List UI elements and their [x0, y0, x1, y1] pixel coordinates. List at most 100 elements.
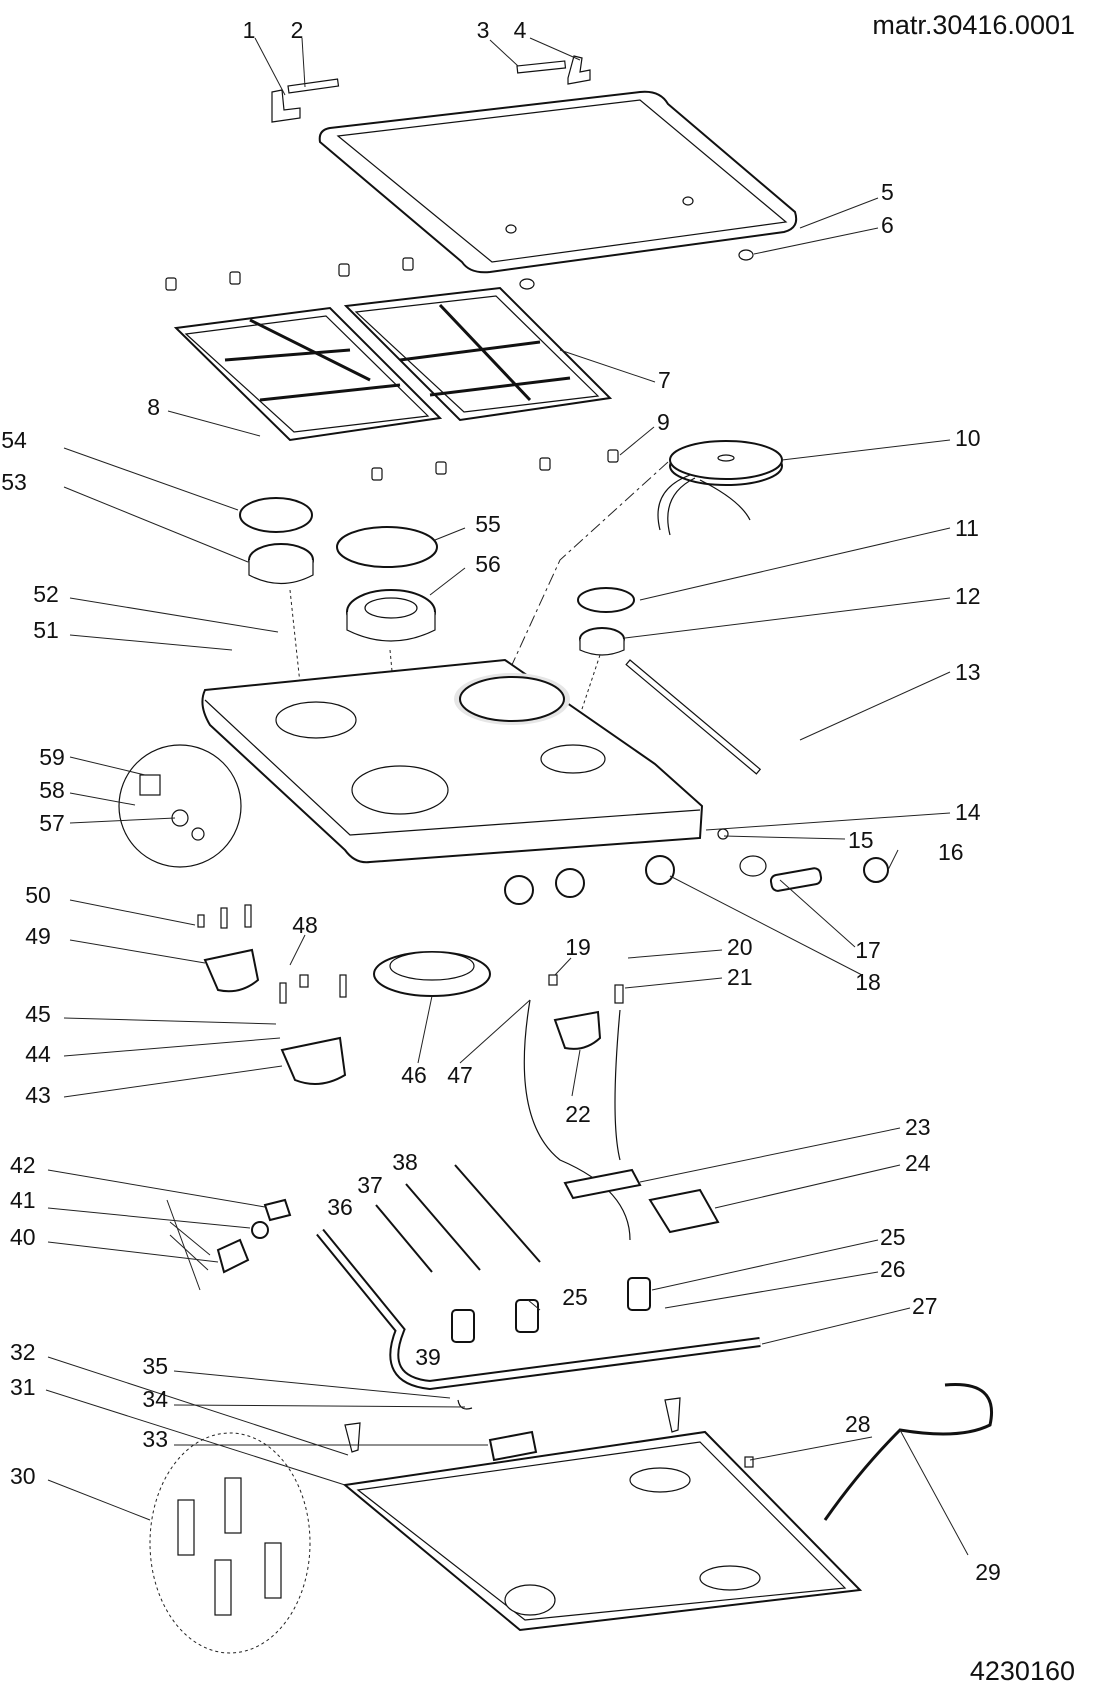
callout-30: 30 [10, 1463, 36, 1489]
drawing-number: 4230160 [970, 1656, 1075, 1686]
callout-54: 54 [1, 427, 27, 453]
lid-bumper [738, 249, 754, 261]
callout-7: 7 [658, 367, 671, 393]
callout-35: 35 [142, 1353, 168, 1379]
callout-22: 22 [565, 1101, 591, 1127]
callout-34: 34 [142, 1386, 168, 1412]
callout-labels: 1 2 3 4 5 6 7 8 9 10 11 12 13 14 15 16 1… [1, 17, 1001, 1585]
callout-29: 29 [975, 1559, 1001, 1585]
callout-51: 51 [33, 617, 59, 643]
burner-cap-medium [239, 497, 313, 533]
callout-58: 58 [39, 777, 65, 803]
callout-23: 23 [905, 1114, 931, 1140]
callout-47: 47 [447, 1062, 473, 1088]
callout-17: 17 [855, 937, 881, 963]
callout-15: 15 [848, 827, 874, 853]
callout-32: 32 [10, 1339, 36, 1365]
callout-11: 11 [955, 515, 979, 541]
callout-2: 2 [291, 17, 304, 43]
gas-pipes [375, 1164, 541, 1273]
side-seal-strip [625, 659, 762, 775]
burner-cup-49 [197, 904, 260, 993]
callout-37: 37 [357, 1172, 383, 1198]
callout-38: 38 [392, 1149, 418, 1175]
callout-59: 59 [39, 744, 65, 770]
callout-18: 18 [855, 969, 881, 995]
callout-28: 28 [845, 1411, 871, 1437]
burner-cap-large [336, 526, 438, 568]
callout-5: 5 [881, 179, 894, 205]
electric-hotplate [657, 440, 783, 536]
callout-56: 56 [475, 551, 501, 577]
callout-46: 46 [401, 1062, 427, 1088]
pan-support-right [343, 286, 613, 422]
callout-45: 45 [25, 1001, 51, 1027]
callout-42: 42 [10, 1152, 36, 1178]
glass-lid [318, 90, 798, 274]
hotplate-axis [504, 461, 669, 681]
callout-40: 40 [10, 1224, 36, 1250]
callout-25b: 25 [562, 1284, 588, 1310]
callout-27: 27 [912, 1293, 938, 1319]
callout-53: 53 [1, 469, 27, 495]
callout-21: 21 [727, 964, 753, 990]
thermocouple-wire [523, 999, 631, 1241]
pan-support-left [173, 306, 443, 442]
fixing-clips-detail [149, 1432, 311, 1654]
burner-cup-43 [279, 974, 347, 1085]
burner-head-large [346, 589, 436, 642]
callout-16: 16 [938, 839, 964, 865]
callout-52: 52 [33, 581, 59, 607]
callout-19: 19 [565, 934, 591, 960]
worktop [201, 658, 704, 864]
callout-9: 9 [657, 409, 670, 435]
rubber-feet [165, 257, 619, 481]
leader-lines [45, 37, 969, 1556]
callout-10: 10 [955, 425, 981, 451]
burner-cap-small [577, 587, 635, 613]
ignition-plug [614, 984, 624, 1004]
callout-50: 50 [25, 882, 51, 908]
callout-26: 26 [880, 1256, 906, 1282]
callout-13: 13 [955, 659, 981, 685]
inlet-fittings [216, 1198, 292, 1274]
ignition-detail-circle [118, 744, 242, 868]
callout-41: 41 [10, 1187, 36, 1213]
callout-44: 44 [25, 1041, 51, 1067]
burner-cup-22 [548, 974, 602, 1050]
ignition-wire [614, 1009, 621, 1161]
terminal-strip [488, 1430, 538, 1462]
callout-55: 55 [475, 511, 501, 537]
gas-taps [451, 1277, 651, 1343]
callout-39: 39 [415, 1344, 441, 1370]
callout-57: 57 [39, 810, 65, 836]
material-code: matr.30416.0001 [872, 10, 1075, 40]
callout-8: 8 [147, 394, 160, 420]
bottom-tray [342, 1430, 863, 1632]
burner-head-small [579, 627, 625, 656]
burner-head-medium [248, 543, 314, 584]
callout-20: 20 [727, 934, 753, 960]
callout-36: 36 [327, 1194, 353, 1220]
callout-48: 48 [292, 912, 318, 938]
callout-4: 4 [514, 17, 527, 43]
control-knobs [504, 828, 889, 905]
callout-24: 24 [905, 1150, 931, 1176]
callout-6: 6 [881, 212, 894, 238]
cable-clamp [744, 1456, 754, 1468]
callout-31: 31 [10, 1374, 36, 1400]
callout-14: 14 [955, 799, 981, 825]
terminal-block [563, 1168, 642, 1200]
callout-43: 43 [25, 1082, 51, 1108]
lid-bumper [519, 278, 535, 290]
callout-33: 33 [142, 1426, 168, 1452]
reflector-plate [373, 951, 491, 997]
hinge-right [516, 55, 591, 85]
callout-1: 1 [243, 17, 256, 43]
energy-regulator [648, 1188, 720, 1234]
callout-25a: 25 [880, 1224, 906, 1250]
power-cable [823, 1383, 993, 1521]
callout-12: 12 [955, 583, 981, 609]
callout-3: 3 [477, 17, 490, 43]
